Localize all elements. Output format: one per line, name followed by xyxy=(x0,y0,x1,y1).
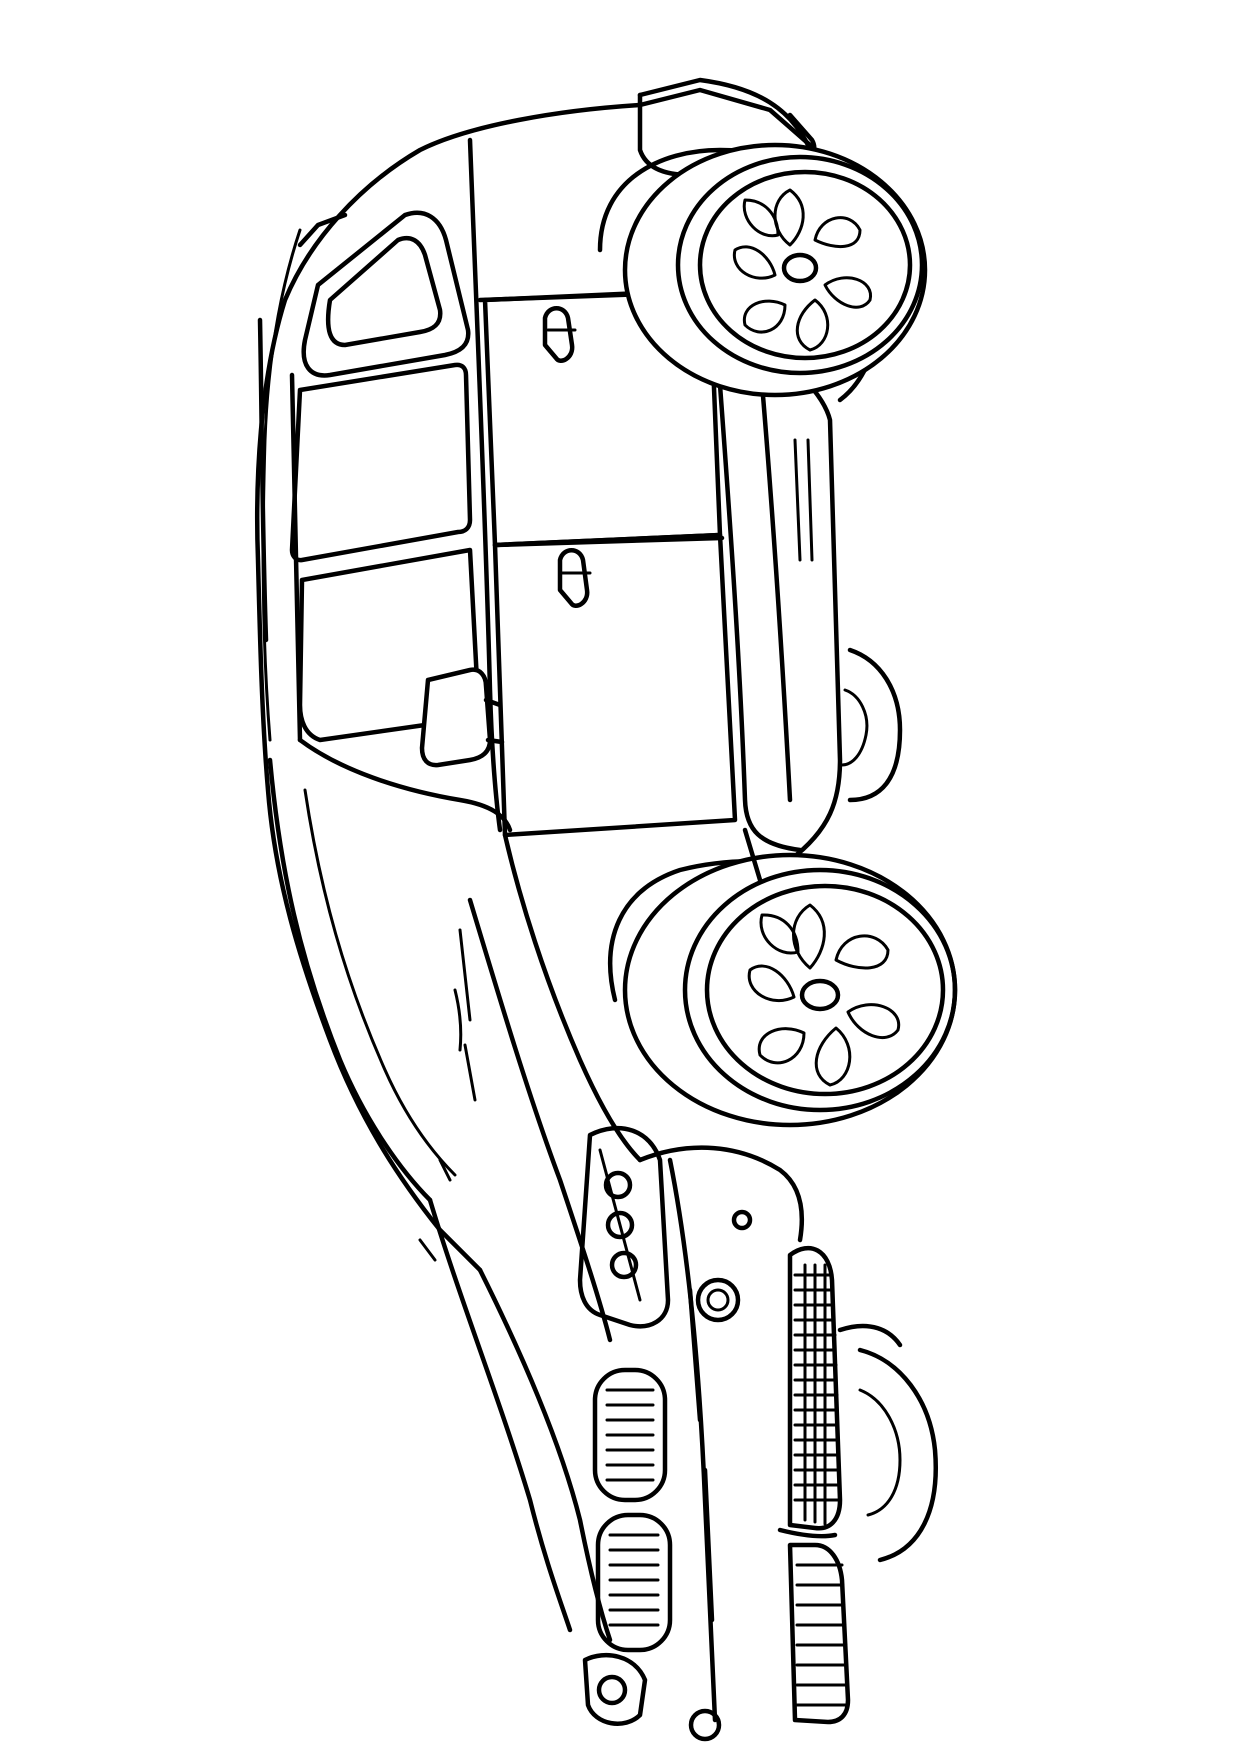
front-tire-inner xyxy=(682,867,958,1113)
front-far-wheel xyxy=(837,1323,938,1563)
kidney-grille-upper xyxy=(592,1367,668,1503)
rear-door-window xyxy=(289,362,473,563)
car-body xyxy=(254,87,843,1643)
hood-edge-detail xyxy=(418,1158,452,1262)
rocker-extension xyxy=(742,827,763,883)
rear-door-handle xyxy=(542,306,577,363)
air-intake xyxy=(787,1245,843,1531)
front-wheel-spokes xyxy=(747,903,901,1087)
front-fender xyxy=(502,832,643,1163)
rear-tire-inner xyxy=(675,154,925,376)
side-mirror xyxy=(419,667,493,768)
rear-far-wheel xyxy=(840,647,903,803)
hood-outer xyxy=(427,1197,573,1633)
rocker-panel-inner xyxy=(757,357,793,803)
rear-wheel xyxy=(597,77,928,403)
windshield-edge xyxy=(267,757,433,1203)
fog-light-upper xyxy=(695,1277,741,1323)
headlight-ring-3 xyxy=(609,1250,639,1280)
far-wheel-outline xyxy=(847,647,903,803)
front-door-panel xyxy=(492,532,738,838)
hood-crease xyxy=(458,928,477,1102)
rear-bumper-tip xyxy=(637,77,811,148)
fog-light-upper-inner xyxy=(706,1288,730,1312)
front-far-wheel-rim xyxy=(858,1388,902,1517)
headlight-strip xyxy=(598,1148,642,1302)
roof-rail-2 xyxy=(257,317,269,643)
hood-front-edge xyxy=(477,1267,613,1643)
rear-hub xyxy=(781,252,819,284)
front-bumper-inner xyxy=(687,1287,715,1623)
rear-rim xyxy=(697,169,913,361)
body-shell-outer xyxy=(261,228,302,742)
front-lower-light xyxy=(582,1652,648,1726)
hood-line xyxy=(467,897,613,1343)
tow-hook-cover xyxy=(688,1708,722,1742)
far-wheel-rim xyxy=(840,688,869,767)
windshield-inner xyxy=(303,788,457,1177)
window-pillar xyxy=(289,372,303,743)
front-fascia xyxy=(577,1125,851,1742)
beltline xyxy=(467,137,503,833)
front-splitter xyxy=(777,1527,838,1539)
misc-details xyxy=(418,827,805,1262)
rear-quarter-window xyxy=(325,235,443,348)
headlight-ring-1 xyxy=(603,1170,633,1200)
rear-wheel-spokes xyxy=(732,188,872,352)
roof-rail-1 xyxy=(297,212,348,248)
fender-vent xyxy=(453,988,463,1052)
rear-window-frame xyxy=(301,210,471,378)
front-far-wheel-arch xyxy=(837,1323,903,1348)
front-fender-panel xyxy=(637,1145,805,1243)
kidney-grille-lower xyxy=(595,1512,673,1653)
door-seam xyxy=(492,535,725,548)
front-hub xyxy=(799,978,841,1012)
front-bumper xyxy=(667,1157,718,1723)
front-wheel xyxy=(607,852,958,1128)
front-far-wheel-outline xyxy=(857,1347,938,1563)
bumper-sensor-1 xyxy=(731,1209,753,1231)
headlight-housing xyxy=(577,1125,671,1329)
headlight-ring-2 xyxy=(605,1210,635,1240)
rocker-strip xyxy=(793,438,814,562)
front-rim xyxy=(704,883,946,1097)
rocker-panel xyxy=(717,382,803,853)
lower-intake xyxy=(787,1542,851,1725)
a-pillar xyxy=(297,737,513,833)
front-door-handle xyxy=(557,548,592,608)
